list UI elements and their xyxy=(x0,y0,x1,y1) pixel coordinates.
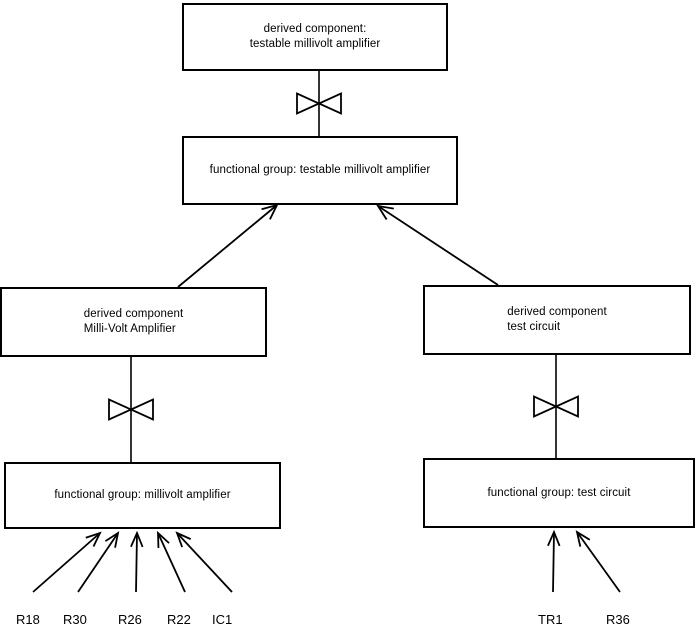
arrowhead-icon xyxy=(130,530,144,548)
derived-component-milli-volt-amplifier-label: derived component Milli-Volt Amplifier xyxy=(83,308,184,335)
arrowhead-icon xyxy=(85,531,102,547)
arrowhead-icon xyxy=(157,530,170,549)
functional-group-testable-millivolt-amplifier-label: functional group: testable millivolt amp… xyxy=(209,164,431,176)
realization-link-milli-volt-amplifier[interactable] xyxy=(108,357,154,462)
bowtie-icon xyxy=(108,398,154,421)
derived-component-testable-millivolt-amplifier[interactable]: derived component: testable millivolt am… xyxy=(182,3,448,71)
leaf-part-r26-label: R26 xyxy=(118,612,142,627)
functional-group-test-circuit[interactable]: functional group: test circuit xyxy=(423,458,695,528)
realization-link-testable-millivolt-amplifier[interactable] xyxy=(296,71,342,136)
leaf-part-tr1-connector[interactable] xyxy=(547,529,561,593)
leaf-part-r18-connector[interactable] xyxy=(32,531,102,593)
derived-component-test-circuit[interactable]: derived component test circuit xyxy=(423,285,691,355)
functional-group-test-circuit-label: functional group: test circuit xyxy=(487,486,631,499)
leaf-part-r18-label: R18 xyxy=(16,612,40,627)
generalization-test-circuit-to-testable-group[interactable] xyxy=(376,204,499,286)
arrowhead-icon xyxy=(104,531,120,548)
derived-component-milli-volt-amplifier[interactable]: derived component Milli-Volt Amplifier xyxy=(0,287,267,357)
bowtie-icon xyxy=(533,395,579,418)
functional-group-testable-millivolt-amplifier[interactable]: functional group: testable millivolt amp… xyxy=(182,136,458,205)
realization-link-test-circuit[interactable] xyxy=(533,355,579,458)
arrowhead-icon xyxy=(376,204,394,220)
derived-component-testable-millivolt-amplifier-label: derived component: testable millivolt am… xyxy=(249,23,381,50)
generalization-milli-volt-amplifier-to-testable-group[interactable] xyxy=(177,203,279,288)
leaf-part-r36-label: R36 xyxy=(606,612,630,627)
arrowhead-icon xyxy=(547,529,561,547)
derived-component-test-circuit-label: derived component test circuit xyxy=(507,306,607,333)
leaf-part-r30-label: R30 xyxy=(63,612,87,627)
arrowhead-icon xyxy=(261,203,279,220)
leaf-part-r22-label: R22 xyxy=(167,612,191,627)
leaf-part-r36-connector[interactable] xyxy=(575,530,621,593)
leaf-part-ic1-label: IC1 xyxy=(212,612,233,627)
arrowhead-icon xyxy=(175,531,192,548)
leaf-part-r22-connector[interactable] xyxy=(157,530,186,593)
arrowhead-icon xyxy=(575,530,591,547)
leaf-part-r30-connector[interactable] xyxy=(77,531,120,593)
functional-group-millivolt-amplifier[interactable]: functional group: millivolt amplifier xyxy=(4,462,281,529)
leaf-part-ic1-connector[interactable] xyxy=(175,531,233,593)
functional-group-millivolt-amplifier-label: functional group: millivolt amplifier xyxy=(54,489,231,501)
leaf-part-tr1-label: TR1 xyxy=(538,612,563,627)
leaf-part-r26-connector[interactable] xyxy=(130,530,144,593)
bowtie-icon xyxy=(296,92,342,115)
